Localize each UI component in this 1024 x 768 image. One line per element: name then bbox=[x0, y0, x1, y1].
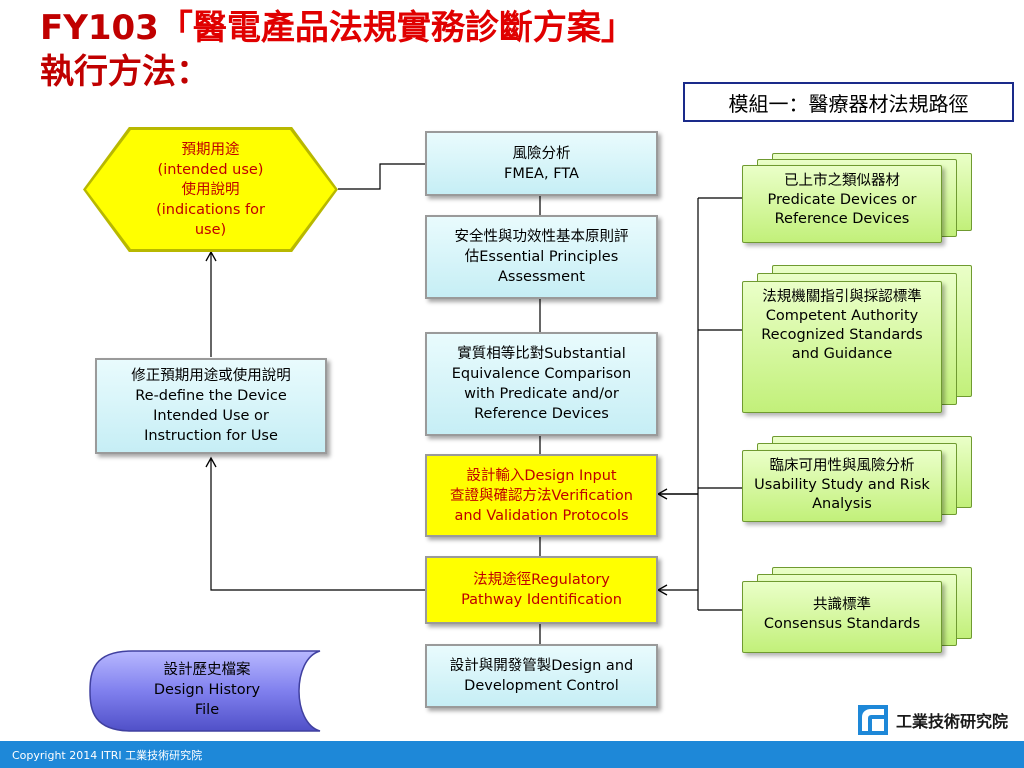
design-history-storage bbox=[89, 650, 321, 732]
substantial-equivalence-text: 實質相等比對Substantial Equivalence Comparison… bbox=[451, 346, 632, 422]
copyright-text: Copyright 2014 ITRI 工業技術研究院 bbox=[12, 748, 203, 762]
usability-study-doc: 臨床可用性與風險分析 Usability Study and Risk Anal… bbox=[742, 436, 975, 524]
predicate-devices-text: 已上市之類似器材 Predicate Devices or Reference … bbox=[767, 173, 917, 227]
competent-authority-doc: 法規機關指引與採認標準 Competent Authority Recogniz… bbox=[742, 265, 975, 413]
itri-logo: 工業技術研究院 bbox=[858, 704, 1008, 736]
title-prefix: FY103 bbox=[40, 8, 159, 48]
design-history-label: 設計歷史檔案 Design History File bbox=[112, 654, 302, 726]
predicate-devices-doc: 已上市之類似器材 Predicate Devices or Reference … bbox=[742, 153, 975, 245]
page-title: FY103「醫電產品法規實務診斷方案」 執行方法： bbox=[40, 6, 635, 94]
design-control-text: 設計與開發管製Design and Development Control bbox=[449, 658, 634, 694]
essential-principles-text: 安全性與功效性基本原則評 估Essential Principles Asses… bbox=[454, 229, 629, 285]
usability-study-text: 臨床可用性與風險分析 Usability Study and Risk Anal… bbox=[754, 458, 930, 512]
competent-authority-text: 法規機關指引與採認標準 Competent Authority Recogniz… bbox=[761, 289, 923, 362]
intended-use-hexagon: 預期用途 (intended use) 使用說明 (indications fo… bbox=[86, 130, 335, 249]
essential-principles-box: 安全性與功效性基本原則評 估Essential Principles Asses… bbox=[425, 215, 658, 299]
title-program: 「醫電產品法規實務診斷方案」 bbox=[158, 8, 635, 48]
arrow-to-redefine bbox=[205, 456, 425, 591]
regulatory-pathway-box: 法規途徑Regulatory Pathway Identification bbox=[425, 556, 658, 624]
redefine-box: 修正預期用途或使用說明 Re-define the Device Intende… bbox=[95, 358, 327, 454]
intended-use-to-risk-line bbox=[338, 163, 425, 190]
redefine-text: 修正預期用途或使用說明 Re-define the Device Intende… bbox=[131, 368, 291, 444]
regulatory-pathway-text: 法規途徑Regulatory Pathway Identification bbox=[461, 572, 622, 608]
design-input-text: 設計輸入Design Input 查證與確認方法Verification and… bbox=[450, 467, 633, 524]
risk-analysis-text: 風險分析 FMEA, FTA bbox=[504, 145, 579, 182]
intended-use-text: 預期用途 (intended use) 使用說明 (indications fo… bbox=[156, 141, 265, 238]
consensus-standards-doc: 共識標準 Consensus Standards bbox=[742, 567, 975, 655]
design-input-box: 設計輸入Design Input 查證與確認方法Verification and… bbox=[425, 454, 658, 537]
itri-logo-icon bbox=[858, 705, 888, 735]
itri-logo-text: 工業技術研究院 bbox=[896, 712, 1009, 731]
design-history-text: 設計歷史檔案 Design History File bbox=[153, 662, 261, 718]
design-control-box: 設計與開發管製Design and Development Control bbox=[425, 644, 658, 708]
title-subtitle: 執行方法： bbox=[40, 52, 210, 92]
substantial-equivalence-box: 實質相等比對Substantial Equivalence Comparison… bbox=[425, 332, 658, 436]
footer-bar: Copyright 2014 ITRI 工業技術研究院 bbox=[0, 741, 1024, 768]
module-label: 模組一：醫療器材法規路徑 bbox=[683, 82, 1014, 122]
consensus-standards-text: 共識標準 Consensus Standards bbox=[763, 597, 921, 632]
risk-analysis-box: 風險分析 FMEA, FTA bbox=[425, 131, 658, 196]
